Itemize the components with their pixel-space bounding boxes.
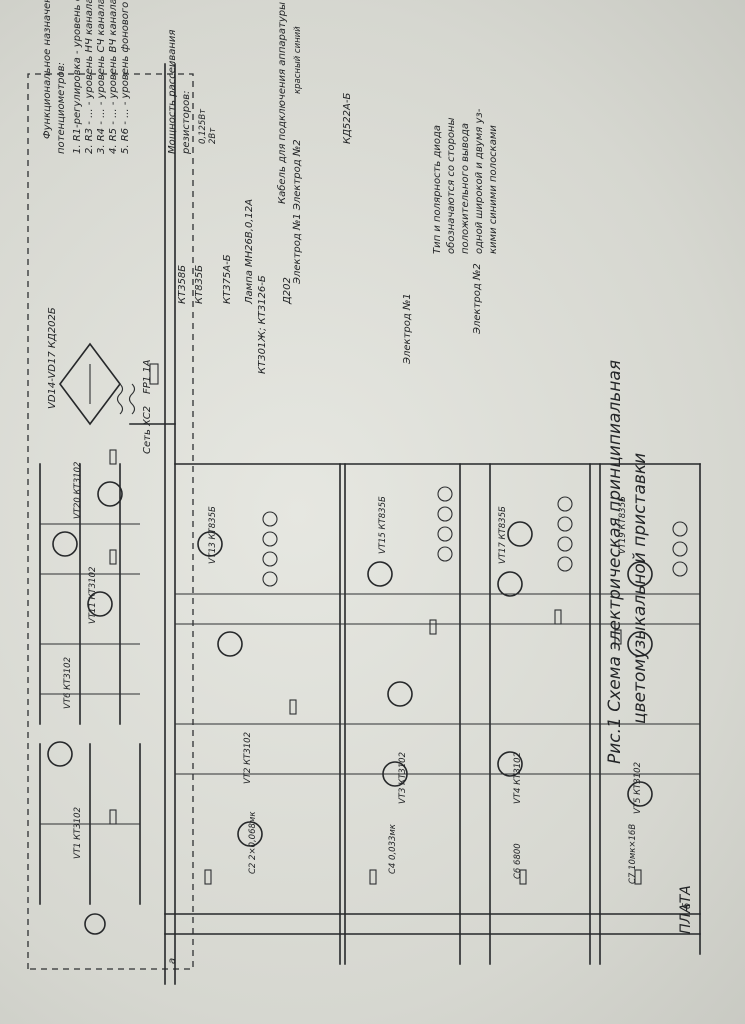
diode-note-2: обозначаются со стороны <box>445 117 457 254</box>
board-label: ПЛАТА <box>678 885 694 934</box>
diode-bridge-label: VD14-VD17 КД202Б <box>47 307 58 409</box>
legend-item-1: 1. R1-регулировка - уровень общий <box>71 0 83 154</box>
legend-item-3: 3. R4 - ... - уровень СЧ канала <box>96 0 107 154</box>
vt11-label: VT11 КТ3102 <box>88 567 98 624</box>
cable-colors: красный синий <box>293 26 303 94</box>
vt6-label: VT6 КТ3102 <box>63 657 73 709</box>
vt1-label: VT1 КТ3102 <box>73 807 83 859</box>
channel-wiring <box>164 463 701 965</box>
vt4-label: VT4 КТ3102 <box>513 752 523 804</box>
electrode-1-2: Электрод №1 Электрод №2 <box>292 139 303 285</box>
power-dissipation-title: Мощность рассеивания <box>167 30 178 154</box>
vt2-label: VT2 КТ3102 <box>243 732 253 784</box>
diode-kd522: КД522А-Б <box>342 93 353 144</box>
node-b: б <box>681 903 693 909</box>
transistor-kt835b: КТ835Б <box>194 265 205 304</box>
vt19-label: VT19 КТ835Б <box>618 496 628 554</box>
transistor-kt375a: КТ375А-Б <box>222 254 233 304</box>
electrode-1: Электрод №1 <box>402 293 413 365</box>
figure-caption-2: цветомузыкальной приставки <box>630 453 650 724</box>
figure-caption-1: Рис.1 Схема электрическая принципиальная <box>605 360 625 764</box>
legend-title-2: потенциометров: <box>56 62 67 154</box>
legend-item-4: 4. R5 - ... - уровень ВЧ канала <box>108 0 119 154</box>
diode-d202: Д202 <box>282 277 293 305</box>
electrode-2: Электрод №2 <box>472 263 483 335</box>
diode-note-4: одной широкой и двумя уз- <box>474 108 485 254</box>
c6-label: C6 6800 <box>513 843 523 879</box>
fuse-label: FP1 1А <box>142 359 153 394</box>
lamp-clusters <box>262 486 688 587</box>
lamp-label: Лампа МН26В,0,12А <box>244 199 255 305</box>
power-2: 2Вт <box>208 127 218 144</box>
power-supply <box>59 342 176 426</box>
diode-note-5: кими синими полосками <box>488 125 499 254</box>
vt13-label: VT13 КТ835Б <box>208 506 218 564</box>
transistors <box>197 521 653 847</box>
legend-item-2: 2. R3 - ... - уровень НЧ канала <box>84 0 95 154</box>
vt17-label: VT17 КТ835Б <box>498 506 508 564</box>
vt3-label: VT3 КТ3102 <box>398 752 408 804</box>
c7-label: C7 10мк×16В <box>628 824 638 884</box>
mains-label: Сеть XC2 <box>142 406 153 454</box>
diode-note-1: Тип и полярность диода <box>432 125 443 254</box>
device-outline-top <box>27 73 194 970</box>
c4-label: C4 0,033мк <box>388 823 398 874</box>
power-dissipation-title-2: резисторов: <box>181 91 192 156</box>
vt20-label: VT20 КТ3102 <box>73 462 83 519</box>
power-0125: 0,125Вт <box>198 108 208 144</box>
legend-item-5: 5. R6 - ... - уровень фонового канала <box>120 0 131 154</box>
vt5-label: VT5 КТ3102 <box>633 762 643 814</box>
input-section <box>39 463 141 935</box>
legend-title-1: Функциональное назначение <box>42 0 53 139</box>
resistors <box>109 449 642 885</box>
node-a: а <box>167 958 178 964</box>
c2-label: C2 2×0,068мк <box>248 811 258 874</box>
cable-label: Кабель для подключения аппаратуры <box>276 2 288 204</box>
vt15-label: VT15 КТ835Б <box>378 496 388 554</box>
transistor-kt301: КТ301Ж; КТ3126-Б <box>257 275 268 374</box>
transistor-kt358b: КТ358Б <box>177 265 188 304</box>
diode-note-3: положительного вывода <box>460 123 471 254</box>
